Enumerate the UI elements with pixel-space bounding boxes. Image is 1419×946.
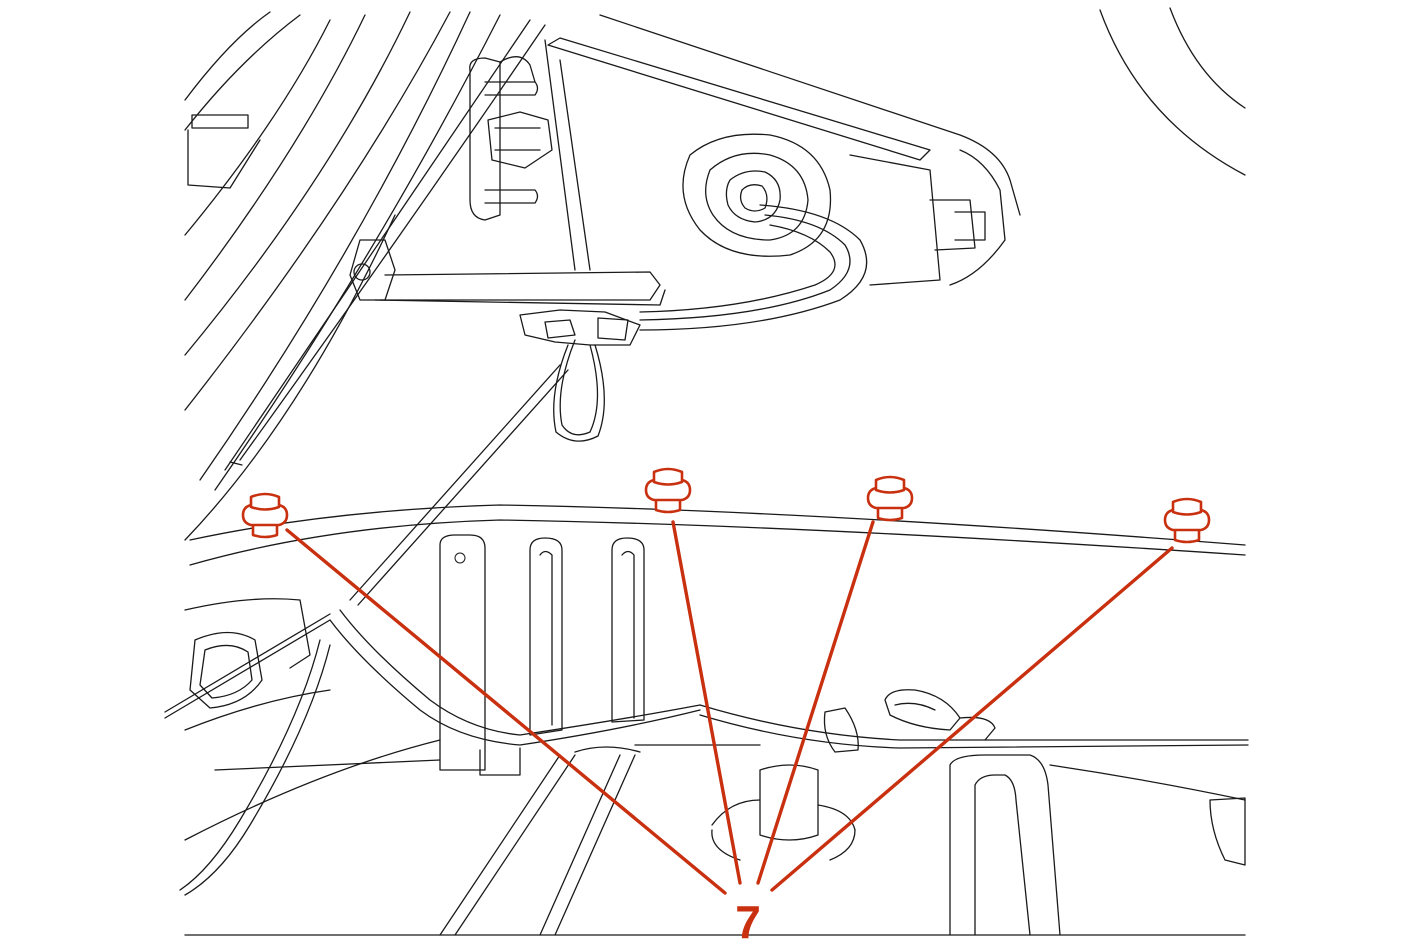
leader-line-3	[756, 520, 875, 885]
vehicle-structure-lineart	[164, 7, 1249, 936]
callout-leaders	[285, 520, 1174, 895]
callout-label: 7	[735, 896, 761, 946]
leader-line-4	[770, 546, 1174, 892]
leader-line-2	[671, 520, 742, 885]
bolt-icon	[644, 467, 692, 514]
bolt-icon	[866, 475, 914, 522]
highlighted-bolts	[241, 467, 1211, 544]
bolt-icon	[241, 492, 289, 539]
leader-line-1	[285, 528, 727, 895]
bolt-icon	[1163, 497, 1211, 544]
